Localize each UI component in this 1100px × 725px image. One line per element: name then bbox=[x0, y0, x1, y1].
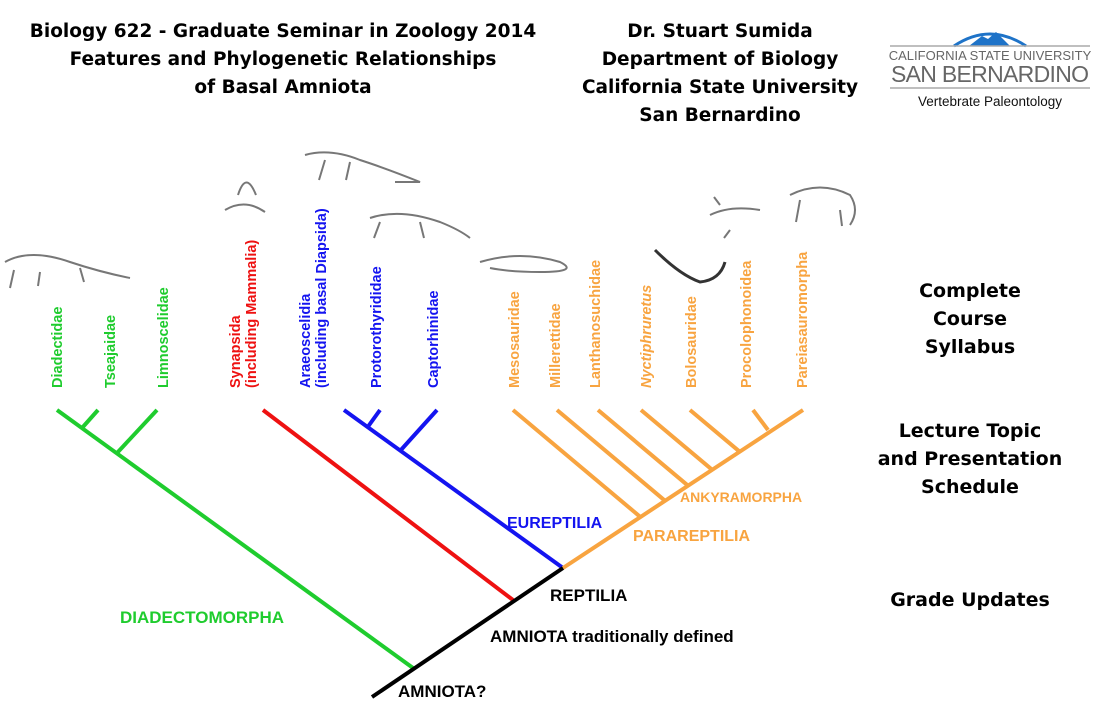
link-text: Schedule bbox=[921, 476, 1019, 498]
title-line: Features and Phylogenetic Relationships bbox=[69, 49, 497, 70]
author-line: California State University bbox=[581, 77, 859, 98]
clade-label-amniota-traditional: AMNIOTA traditionally defined bbox=[490, 627, 734, 646]
taxon-label-synapsida: Synapsida bbox=[228, 315, 244, 388]
link-text: Course bbox=[932, 308, 1008, 330]
author-block: Dr. Stuart Sumida Department of Biology … bbox=[570, 18, 870, 130]
taxon-label-mesosauridae: Mesosauridae bbox=[507, 291, 523, 388]
branch-mesosauridae bbox=[511, 408, 642, 519]
branch-tseajaidae bbox=[80, 408, 100, 430]
taxon-label-pareiasauromorpha: Pareiasauromorpha bbox=[795, 251, 811, 388]
procolophonid-skeleton-icon bbox=[709, 196, 761, 239]
diadectes-skeleton-icon bbox=[4, 254, 131, 279]
logo-text: CALIFORNIA STATE UNIVERSITY bbox=[889, 48, 1092, 63]
mountain-icon bbox=[969, 32, 1010, 46]
clade-label-ankyramorpha: ANKYRAMORPHA bbox=[680, 489, 802, 505]
branch-synapsida bbox=[261, 408, 515, 602]
title-line: Biology 622 - Graduate Seminar in Zoolog… bbox=[29, 21, 537, 42]
course-title: Biology 622 - Graduate Seminar in Zoolog… bbox=[0, 18, 566, 102]
taxon-label-araeoscelidia-note: (including basal Diapsida) bbox=[314, 208, 330, 388]
fossil-illustrations bbox=[4, 151, 856, 289]
taxon-label-bolosauridae: Bolosauridae bbox=[684, 296, 700, 388]
clade-label-parareptilia: PARAREPTILIA bbox=[633, 528, 750, 545]
branch-parareptilia-stem bbox=[561, 408, 805, 570]
branch-amniota bbox=[370, 566, 565, 699]
taxon-label-nyctiphruretus: Nyctiphruretus bbox=[639, 285, 655, 388]
author-line: Dr. Stuart Sumida bbox=[627, 21, 813, 42]
clade-label-amniota-uncertain: AMNIOTA? bbox=[398, 682, 486, 701]
link-text: Grade Updates bbox=[890, 589, 1050, 611]
branch-lanthanosuchidae bbox=[596, 408, 690, 488]
taxon-label-diadectidae: Diadectidae bbox=[50, 307, 66, 388]
mesosaurus-skeleton-icon bbox=[479, 255, 568, 274]
link-text: Lecture Topic bbox=[898, 420, 1042, 442]
link-text: Complete bbox=[919, 280, 1021, 302]
grades-link[interactable]: Grade Updates bbox=[880, 586, 1060, 614]
cladogram: Diadectidae Tseajaidae Limnoscelidae Synaps… bbox=[4, 151, 856, 701]
link-text: Syllabus bbox=[924, 336, 1016, 358]
clade-label-eureptilia: EUREPTILIA bbox=[507, 515, 603, 532]
logo-subtitle: Vertebrate Paleontology bbox=[918, 94, 1062, 109]
branch-bolosauridae bbox=[688, 408, 741, 454]
taxon-label-lanthanosuchidae: Lanthanosuchidae bbox=[588, 260, 604, 388]
clade-label-reptilia: REPTILIA bbox=[550, 586, 627, 605]
branch-nyctiphruretus bbox=[639, 408, 714, 472]
schedule-link[interactable]: Lecture Topic and Presentation Schedule bbox=[870, 417, 1070, 501]
taxon-label-araeoscelidia: Araeoscelidia bbox=[298, 293, 314, 388]
branch-procolophonoidea bbox=[751, 408, 770, 432]
csusb-logo[interactable]: CALIFORNIA STATE UNIVERSITY SAN BERNARDI… bbox=[884, 24, 1096, 114]
taxon-label-tseajaidae: Tseajaidae bbox=[103, 315, 119, 388]
taxon-label-procolophonoidea: Procolophonoidea bbox=[739, 260, 755, 388]
pareiasaur-skeleton-icon bbox=[789, 186, 856, 227]
logo-text: SAN BERNARDINO bbox=[891, 61, 1089, 87]
author-line: Department of Biology bbox=[601, 49, 839, 70]
bolosaur-icon bbox=[653, 248, 727, 284]
taxon-label-millerettidae: Millerettidae bbox=[548, 303, 564, 388]
captorhinid-legs-icon bbox=[373, 221, 425, 239]
dimetrodon-skeleton-icon bbox=[224, 181, 266, 213]
branch-diadectidae bbox=[55, 408, 415, 670]
logo-arc bbox=[953, 32, 1027, 48]
araeoscelis-legs-icon bbox=[318, 159, 351, 181]
author-line: San Bernardino bbox=[639, 105, 801, 126]
clade-label-diadectomorpha: DIADECTOMORPHA bbox=[120, 608, 284, 627]
link-text: and Presentation bbox=[877, 448, 1063, 470]
taxon-label-protorothyrididae: Protorothyrididae bbox=[369, 266, 385, 388]
branch-limnoscelidae bbox=[115, 408, 159, 455]
branch-protorothyrididae bbox=[365, 408, 382, 430]
taxon-label-limnoscelidae: Limnoscelidae bbox=[156, 287, 172, 388]
branch-millerettidae bbox=[555, 408, 667, 503]
branch-araeoscelidia bbox=[342, 408, 565, 570]
taxon-label-synapsida-note: (including Mammalia) bbox=[244, 240, 260, 388]
taxon-label-captorhinidae: Captorhinidae bbox=[426, 291, 442, 388]
title-line: of Basal Amniota bbox=[194, 77, 372, 98]
araeoscelis-skeleton-icon bbox=[304, 151, 421, 183]
syllabus-link[interactable]: Complete Course Syllabus bbox=[880, 277, 1060, 361]
branch-captorhinidae bbox=[398, 408, 439, 453]
captorhinid-skeleton-icon bbox=[369, 212, 471, 239]
diadectes-legs-icon bbox=[9, 267, 85, 289]
